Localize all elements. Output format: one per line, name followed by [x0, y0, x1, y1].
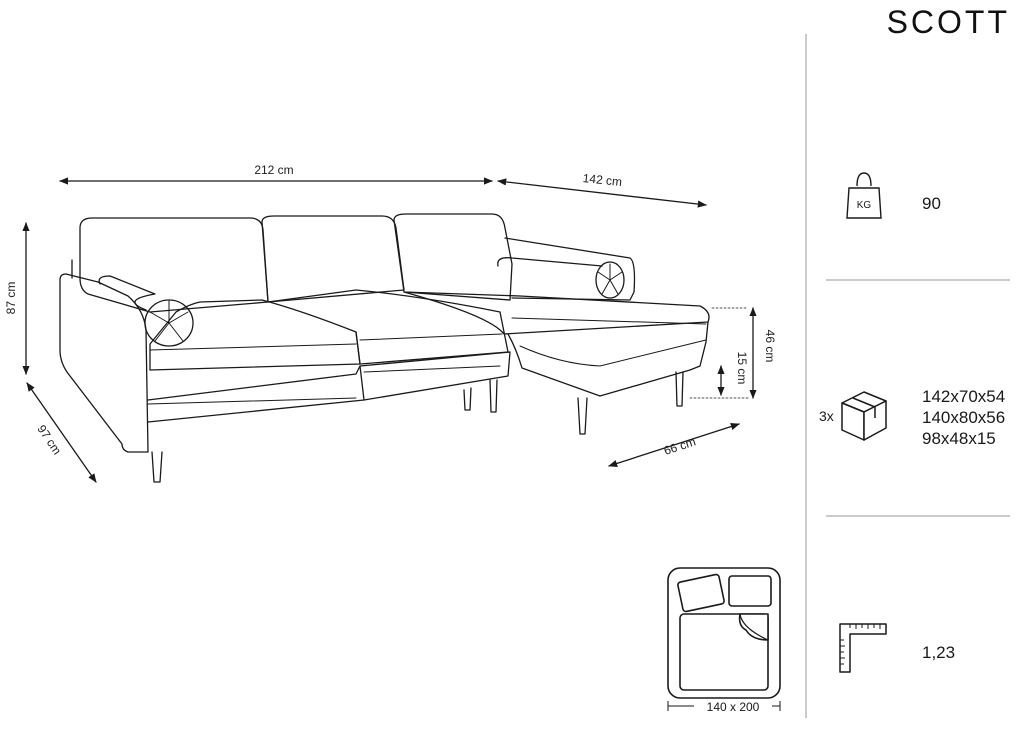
chaise-body — [507, 321, 709, 397]
base-welt-mid — [363, 365, 501, 373]
leg-chaise-right — [675, 371, 684, 407]
leg-front-mid — [463, 387, 472, 411]
seat-cushion-1 — [149, 299, 361, 371]
dim-label-seat-height: 46 cm — [763, 330, 777, 363]
left-bolster-end — [144, 299, 194, 347]
left-bolster-body — [98, 275, 156, 311]
package-size-3: 98x48x15 — [922, 429, 996, 448]
seat-cushion-2-welt — [359, 333, 503, 341]
back-cushion-middle — [261, 215, 405, 303]
package-size-2: 140x80x56 — [922, 408, 1006, 427]
kg-weight-icon — [846, 172, 882, 219]
dim-line-depth — [26, 382, 97, 483]
sleeping-height-value: 1,23 — [922, 643, 956, 662]
kg-icon-label: KG — [857, 200, 872, 211]
left-arm — [59, 273, 149, 453]
leg-chaise-front — [577, 397, 588, 435]
back-cushion-right — [393, 213, 513, 301]
product-title: SCOTT — [886, 4, 1010, 40]
seat-height-extension-lines — [689, 307, 749, 399]
base-front-left — [147, 365, 365, 423]
dim-label-depth: 97 cm — [34, 422, 64, 457]
leg-front-left — [151, 451, 163, 483]
base-front-mid — [359, 351, 511, 401]
package-size-1: 142x70x54 — [922, 387, 1006, 406]
dim-label-chaise-width: 142 cm — [582, 171, 623, 189]
left-bolster-pleats — [149, 300, 189, 342]
dim-label-leg-height: 15 cm — [735, 352, 749, 385]
bed-icon — [667, 567, 781, 699]
bed-size-label: 140 x 200 — [707, 700, 760, 714]
base-welt-left — [147, 397, 357, 405]
right-bolster-end — [595, 261, 625, 299]
package-count: 3x — [819, 408, 834, 424]
right-back-frame — [504, 237, 636, 301]
chaise-welt — [519, 339, 707, 367]
dim-label-main-width: 212 cm — [254, 163, 293, 177]
dim-line-chaise-depth — [608, 423, 740, 467]
right-bolster-pleats — [597, 263, 623, 295]
dim-line-chaise-width — [497, 178, 707, 208]
dim-label-height: 87 cm — [4, 282, 18, 315]
right-bolster-body — [497, 257, 603, 267]
leg-back-mid — [489, 379, 498, 413]
package-box-icon — [841, 391, 887, 441]
back-cushion-left — [79, 217, 269, 313]
seat-cushion-1-welt — [149, 343, 357, 351]
weight-value: 90 — [922, 194, 941, 213]
seat-cushion-2 — [267, 289, 509, 365]
package-sizes: 142x70x54 140x80x56 98x48x15 — [922, 386, 1005, 449]
ruler-corner-icon — [839, 623, 887, 673]
dim-label-chaise-depth: 66 cm — [662, 434, 697, 457]
chaise-seat-welt — [511, 317, 707, 325]
chaise-seat-cushion — [403, 291, 710, 335]
